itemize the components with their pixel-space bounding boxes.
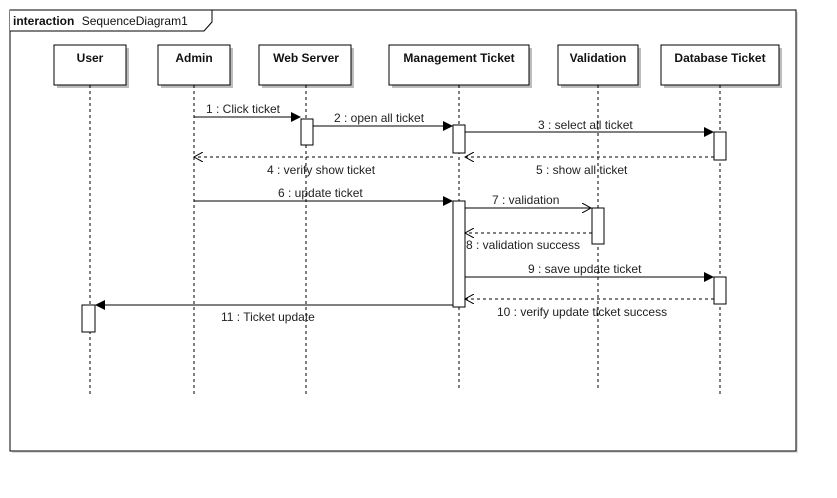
lifeline-label-admin: Admin	[175, 51, 212, 65]
frame-keyword: interaction	[13, 14, 74, 28]
activation-database-ticket-1	[713, 131, 727, 161]
activation-validation	[591, 207, 605, 245]
frame-name: SequenceDiagram1	[82, 14, 188, 28]
lifeline-admin[interactable]: Admin	[157, 44, 233, 395]
message-1[interactable]: 1 : Click ticket	[194, 102, 301, 122]
message-8[interactable]: 8 : validation success	[465, 233, 592, 252]
message-10[interactable]: 10 : verify update ticket success	[465, 299, 714, 319]
activation-user	[81, 304, 96, 333]
activation-management-ticket-1	[452, 124, 466, 154]
message-label: 7 : validation	[492, 193, 559, 207]
lifeline-label-database-ticket: Database Ticket	[674, 51, 765, 65]
message-4[interactable]: 4 : verify show ticket	[194, 157, 453, 177]
lifeline-label-user: User	[77, 51, 104, 65]
message-2[interactable]: 2 : open all ticket	[313, 111, 453, 131]
message-label: 10 : verify update ticket success	[497, 305, 667, 319]
message-6[interactable]: 6 : update ticket	[194, 186, 453, 206]
lifeline-user[interactable]: User	[53, 44, 129, 395]
message-label: 4 : verify show ticket	[267, 163, 376, 177]
message-label: 6 : update ticket	[278, 186, 363, 200]
message-5[interactable]: 5 : show all ticket	[465, 157, 714, 177]
lifeline-label-web-server: Web Server	[273, 51, 339, 65]
message-label: 5 : show all ticket	[536, 163, 628, 177]
lifeline-label-validation: Validation	[570, 51, 627, 65]
lifeline-validation[interactable]: Validation	[557, 44, 641, 388]
message-label: 3 : select all ticket	[538, 118, 633, 132]
message-label: 9 : save update ticket	[528, 262, 642, 276]
svg-text:interaction SequenceDiag: interaction SequenceDiagram1	[13, 14, 188, 28]
activation-database-ticket-2	[713, 276, 727, 305]
lifeline-label-management-ticket: Management Ticket	[403, 51, 514, 65]
message-label: 2 : open all ticket	[334, 111, 425, 125]
activation-web-server	[300, 118, 314, 146]
message-7[interactable]: 7 : validation	[465, 193, 591, 208]
message-9[interactable]: 9 : save update ticket	[465, 262, 714, 282]
message-label: 11 : Ticket update	[221, 310, 315, 324]
message-3[interactable]: 3 : select all ticket	[465, 118, 714, 137]
lifeline-database-ticket[interactable]: Database Ticket	[660, 44, 782, 395]
message-label: 1 : Click ticket	[206, 102, 281, 116]
message-11[interactable]: 11 : Ticket update	[95, 300, 453, 324]
lifeline-web-server[interactable]: Web Server	[258, 44, 354, 395]
message-label: 8 : validation success	[466, 238, 580, 252]
activation-management-ticket-2	[452, 200, 466, 308]
